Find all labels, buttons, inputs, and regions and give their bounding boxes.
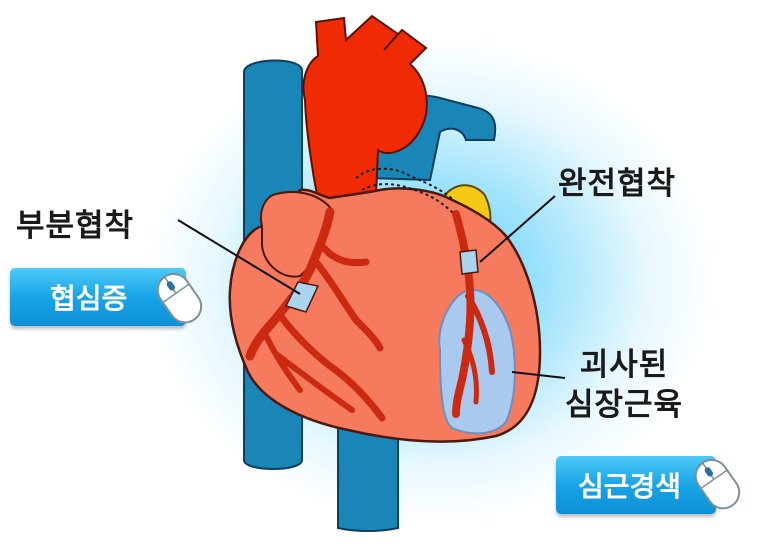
complete-stenosis-label: 완전협착 xyxy=(558,158,676,203)
angina-button-label: 협심증 xyxy=(50,277,127,317)
complete-stenosis-band xyxy=(460,250,478,274)
mouse-icon xyxy=(150,266,210,332)
necrotic-muscle-label-line2: 심장근육 xyxy=(565,385,683,425)
necrotic-muscle-label-line1: 괴사된 xyxy=(565,345,683,385)
mouse-icon xyxy=(688,452,748,518)
myocardial-infarction-button-label: 심근경색 xyxy=(578,465,681,505)
partial-stenosis-label: 부분협착 xyxy=(16,200,134,245)
necrotic-muscle-label: 괴사된 심장근육 xyxy=(565,345,683,425)
